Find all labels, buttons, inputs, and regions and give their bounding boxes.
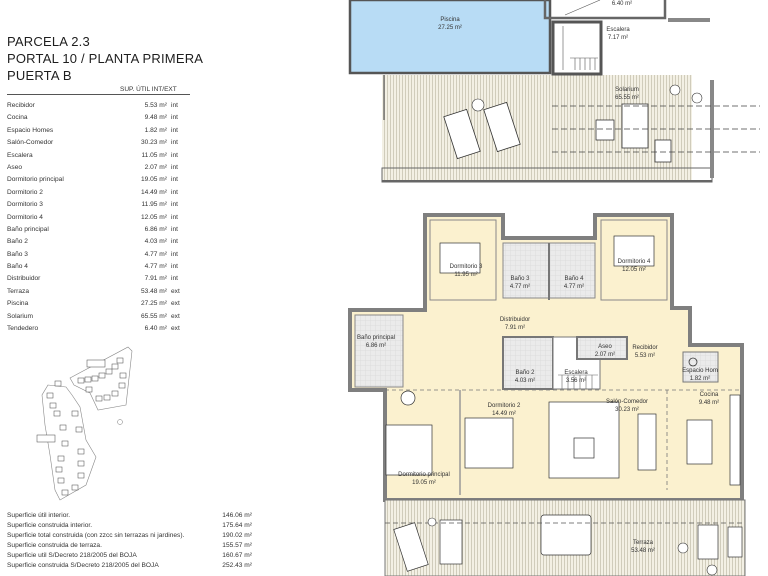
- surface-summary: Superficie útil interior.146.06 m² Super…: [7, 511, 252, 571]
- svg-text:6.40 m²: 6.40 m²: [612, 1, 632, 7]
- svg-text:Aseo: Aseo: [598, 344, 612, 350]
- portal-floor-title: PORTAL 10 / PLANTA PRIMERA: [7, 51, 204, 66]
- svg-text:12.05 m²: 12.05 m²: [622, 267, 646, 273]
- svg-text:4.77 m²: 4.77 m²: [510, 284, 530, 290]
- svg-text:7.17 m²: 7.17 m²: [608, 35, 628, 41]
- summary-row: Superficie construida S/Decreto 218/2005…: [7, 562, 252, 569]
- svg-text:Dormitorio 3: Dormitorio 3: [450, 264, 483, 270]
- svg-text:Baño 2: Baño 2: [515, 370, 535, 376]
- svg-text:Cocina: Cocina: [700, 392, 719, 398]
- svg-text:65.55 m²: 65.55 m²: [615, 95, 639, 101]
- header-rule: [7, 94, 190, 96]
- svg-text:3.56 m²: 3.56 m²: [566, 378, 586, 384]
- svg-text:Escalera: Escalera: [564, 370, 588, 376]
- summary-row: Superficie construida interior.175.64 m²: [7, 522, 252, 529]
- svg-text:Escalera: Escalera: [606, 27, 630, 33]
- svg-text:Terraza: Terraza: [633, 540, 654, 546]
- summary-row: Superficie util S/Decreto 218/2005 del B…: [7, 552, 252, 559]
- solarium-plan: Piscina 27.25 m² 6.40 m² Escalera 7.17 m…: [348, 0, 760, 183]
- summary-row: Superficie útil interior.146.06 m²: [7, 512, 252, 519]
- svg-text:6.86 m²: 6.86 m²: [366, 343, 386, 349]
- svg-text:9.48 m²: 9.48 m²: [699, 400, 719, 406]
- svg-text:30.23 m²: 30.23 m²: [615, 407, 639, 413]
- svg-text:Salón-Comedor: Salón-Comedor: [606, 399, 648, 405]
- svg-text:53.48 m²: 53.48 m²: [631, 548, 655, 554]
- svg-text:2.07 m²: 2.07 m²: [595, 352, 615, 358]
- svg-text:Distribuidor: Distribuidor: [500, 317, 530, 323]
- svg-text:Dormitorio 4: Dormitorio 4: [618, 259, 651, 265]
- svg-text:Piscina: Piscina: [440, 17, 460, 23]
- svg-text:Baño 3: Baño 3: [510, 276, 530, 282]
- svg-text:Recibidor: Recibidor: [632, 345, 657, 351]
- svg-text:Baño 4: Baño 4: [564, 276, 584, 282]
- area-column-header: SUP. ÚTIL INT/EXT: [120, 86, 177, 93]
- summary-row: Superficie construida de terraza.155.57 …: [7, 542, 252, 549]
- svg-text:11.95 m²: 11.95 m²: [454, 272, 477, 278]
- summary-row: Superficie total construida (con zzcc si…: [7, 532, 252, 539]
- svg-text:Dormitorio 2: Dormitorio 2: [488, 403, 521, 409]
- svg-text:5.53 m²: 5.53 m²: [635, 353, 655, 359]
- svg-text:7.91 m²: 7.91 m²: [505, 325, 525, 331]
- svg-text:14.49 m²: 14.49 m²: [492, 411, 516, 417]
- svg-text:27.25 m²: 27.25 m²: [438, 25, 462, 31]
- svg-text:1.82 m²: 1.82 m²: [690, 376, 710, 382]
- svg-text:Dormitorio principal: Dormitorio principal: [398, 472, 450, 478]
- site-key-plan: [36, 346, 133, 501]
- svg-text:Baño principal: Baño principal: [357, 335, 395, 341]
- svg-text:Solarium: Solarium: [615, 87, 639, 93]
- svg-text:4.03 m²: 4.03 m²: [515, 378, 535, 384]
- svg-text:19.05 m²: 19.05 m²: [412, 480, 436, 486]
- apartment-plan: Dormitorio 3 11.95 m² Dormitorio 4 12.05…: [348, 213, 746, 576]
- svg-text:Espacio Hom: Espacio Hom: [682, 368, 718, 374]
- svg-text:4.77 m²: 4.77 m²: [564, 284, 584, 290]
- parcel-title: PARCELA 2.3: [7, 34, 90, 49]
- door-title: PUERTA B: [7, 68, 72, 83]
